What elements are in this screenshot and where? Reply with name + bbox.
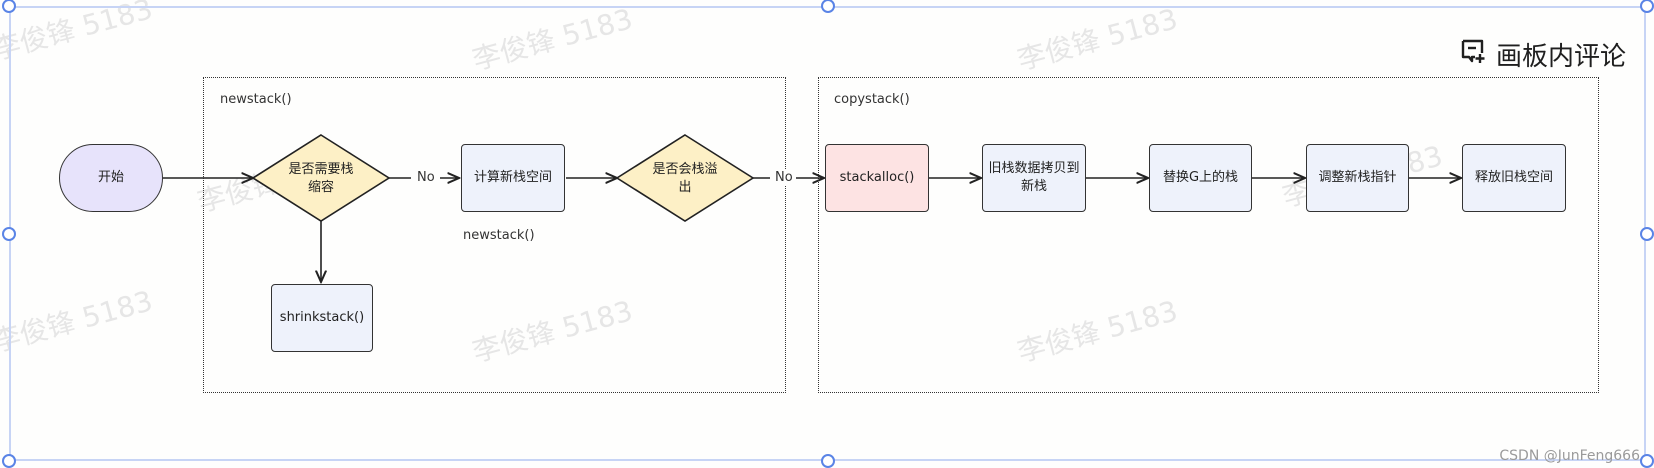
resize-handle-bottom-left[interactable] bbox=[2, 454, 16, 468]
decision-overflow-label[interactable]: 是否会栈溢 出 bbox=[652, 162, 718, 195]
edge-label-no-1: No bbox=[415, 170, 437, 185]
replace-g-stack-node[interactable]: 替换G上的栈 bbox=[1149, 144, 1252, 212]
decision-shrink-label[interactable]: 是否需要栈 缩容 bbox=[288, 162, 354, 195]
adjust-stack-pointer-node[interactable]: 调整新栈指针 bbox=[1306, 144, 1409, 212]
frame-copystack[interactable] bbox=[818, 77, 1599, 393]
comment-add-icon bbox=[1460, 38, 1488, 71]
stackalloc-node[interactable]: stackalloc() bbox=[825, 144, 929, 212]
frame-copystack-label: copystack() bbox=[834, 92, 910, 107]
start-node[interactable]: 开始 bbox=[59, 144, 163, 212]
newstack-annotation: newstack() bbox=[463, 228, 535, 243]
resize-handle-middle-left[interactable] bbox=[2, 227, 16, 241]
resize-handle-middle-right[interactable] bbox=[1640, 227, 1654, 241]
calc-new-stack-node[interactable]: 计算新栈空间 bbox=[461, 144, 565, 212]
copy-old-stack-node[interactable]: 旧栈数据拷贝到 新栈 bbox=[982, 144, 1086, 212]
edge-label-no-2: No bbox=[773, 170, 795, 185]
frame-newstack[interactable] bbox=[203, 77, 786, 393]
comment-button-label: 画板内评论 bbox=[1495, 42, 1626, 72]
board-comment-button[interactable]: 画板内评论 bbox=[1460, 36, 1626, 73]
resize-handle-bottom-right[interactable] bbox=[1640, 454, 1654, 468]
credit-watermark: CSDN @JunFeng666 bbox=[1499, 448, 1640, 464]
shrinkstack-node[interactable]: shrinkstack() bbox=[271, 284, 373, 352]
free-old-stack-node[interactable]: 释放旧栈空间 bbox=[1462, 144, 1566, 212]
frame-newstack-label: newstack() bbox=[220, 92, 292, 107]
decision-shape-shrink bbox=[251, 134, 391, 222]
resize-handle-bottom-center[interactable] bbox=[821, 454, 835, 468]
resize-handle-top-right[interactable] bbox=[1640, 0, 1654, 13]
decision-shape-overflow bbox=[615, 134, 755, 222]
resize-handle-top-center[interactable] bbox=[821, 0, 835, 13]
resize-handle-top-left[interactable] bbox=[2, 0, 16, 13]
